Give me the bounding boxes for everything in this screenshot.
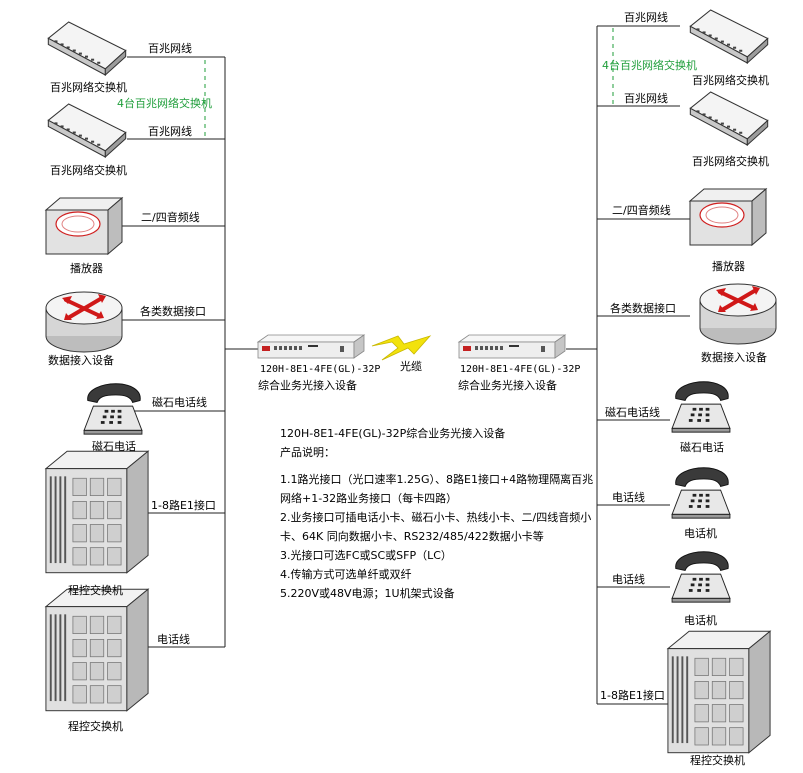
left-router-icon — [44, 290, 124, 354]
right-switch1-line-label: 百兆网线 — [624, 10, 668, 24]
right-player-label: 播放器 — [712, 259, 745, 273]
right-phone3-icon — [671, 551, 731, 603]
right-data-line-label: 各类数据接口 — [610, 301, 676, 315]
right-phone1-icon — [671, 381, 731, 433]
description-line-2: 2.业务接口可插电话小卡、磁石小卡、热线小卡、二/四线音频小卡、64K 同向数据… — [280, 511, 592, 543]
right-optical-device-icon — [458, 334, 566, 359]
right-switch1-label: 百兆网络交换机 — [692, 73, 769, 87]
left-switch1-label: 百兆网络交换机 — [50, 80, 127, 94]
description-line-4: 4.传输方式可选单纤或双纤 — [280, 568, 412, 581]
right-switch2-line-label: 百兆网线 — [624, 91, 668, 105]
lightning-icon — [371, 335, 432, 361]
left-device-name: 综合业务光接入设备 — [258, 378, 357, 392]
left-pbx1-label: 程控交换机 — [68, 583, 123, 597]
left-phone-icon — [83, 383, 143, 435]
left-phone-line-label: 磁石电话线 — [152, 395, 207, 409]
right-data-label: 数据接入设备 — [701, 350, 767, 364]
left-switch1-line-label: 百兆网线 — [148, 41, 192, 55]
right-router-icon — [698, 282, 778, 346]
right-phone2-icon — [671, 467, 731, 519]
left-switch2-icon — [47, 103, 127, 158]
left-wiring — [120, 56, 262, 648]
left-switch2-line-label: 百兆网线 — [148, 124, 192, 138]
left-pbx1-line-label: 1-8路E1接口 — [151, 499, 216, 512]
description-line-1: 1.1路光接口（光口速率1.25G）、8路E1接口+4路物理隔离百兆网络+1-3… — [280, 473, 594, 505]
right-switch1-icon — [689, 9, 769, 64]
right-pbx-line-label: 1-8路E1接口 — [600, 689, 665, 702]
right-phone2-label: 电话机 — [684, 526, 717, 540]
fiber-label: 光缆 — [400, 359, 422, 373]
left-device-model: 120H-8E1-4FE(GL)-32P — [260, 364, 380, 375]
right-phone3-line-label: 电话线 — [612, 572, 645, 586]
description-title: 120H-8E1-4FE(GL)-32P综合业务光接入设备 — [280, 427, 506, 440]
right-player-line-label: 二/四音频线 — [612, 203, 671, 217]
description-subtitle: 产品说明： — [280, 446, 335, 459]
description-line-5: 5.220V或48V电源；1U机架式设备 — [280, 587, 455, 600]
right-pbx-icon — [667, 630, 771, 754]
right-player-icon — [689, 188, 767, 246]
right-device-name: 综合业务光接入设备 — [458, 378, 557, 392]
left-pbx2-icon — [45, 588, 149, 712]
left-player-label: 播放器 — [70, 261, 103, 275]
product-description: 120H-8E1-4FE(GL)-32P综合业务光接入设备 产品说明： 1.1路… — [280, 424, 600, 603]
left-player-line-label: 二/四音频线 — [141, 210, 200, 224]
left-player-icon — [45, 197, 123, 255]
left-switch2-label: 百兆网络交换机 — [50, 163, 127, 177]
left-phone-label: 磁石电话 — [92, 440, 136, 453]
right-wiring — [566, 25, 690, 705]
left-pbx2-label: 程控交换机 — [68, 719, 123, 733]
description-line-3: 3.光接口可选FC或SC或SFP（LC） — [280, 549, 452, 562]
left-data-line-label: 各类数据接口 — [140, 304, 206, 318]
left-pbx1-icon — [45, 450, 149, 574]
right-phone3-label: 电话机 — [684, 613, 717, 627]
right-phone1-label: 磁石电话 — [680, 441, 724, 454]
right-switch-group-label: 4台百兆网络交换机 — [602, 58, 697, 72]
right-device-model: 120H-8E1-4FE(GL)-32P — [460, 364, 580, 375]
left-data-label: 数据接入设备 — [48, 353, 114, 367]
right-switch2-icon — [689, 91, 769, 146]
left-switch1-icon — [47, 21, 127, 76]
left-optical-device-icon — [257, 334, 365, 359]
right-switch2-label: 百兆网络交换机 — [692, 154, 769, 168]
right-phone2-line-label: 电话线 — [612, 490, 645, 504]
left-switch-group-label: 4台百兆网络交换机 — [117, 96, 212, 110]
left-pbx2-line-label: 电话线 — [157, 632, 190, 646]
right-phone1-line-label: 磁石电话线 — [605, 405, 660, 419]
right-pbx-label: 程控交换机 — [690, 753, 745, 767]
